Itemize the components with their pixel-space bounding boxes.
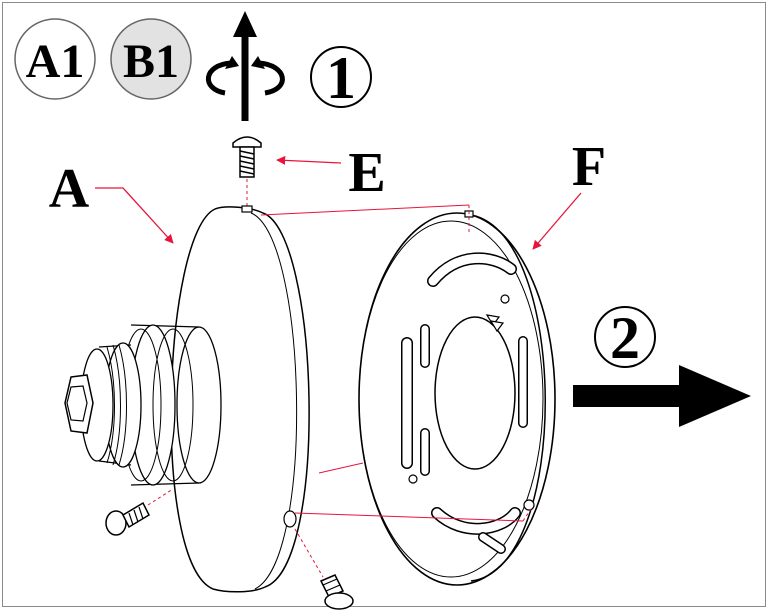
step-2-text: 2 [610, 305, 640, 371]
badge-a1: A1 [14, 18, 96, 100]
badge-b1-text: B1 [123, 35, 179, 88]
label-a: A [49, 158, 90, 220]
label-a-leader [95, 187, 174, 244]
pull-right-arrow-icon [573, 365, 751, 427]
screw-bottom-left-guide [147, 488, 174, 506]
screw-bottom-left [105, 501, 150, 536]
lift-rotate-arrow-icon [205, 11, 285, 121]
badge-a1-text: A1 [26, 35, 85, 88]
label-e-leader [276, 155, 342, 165]
screw-e [232, 136, 262, 178]
alignment-guides [260, 204, 532, 522]
housing-a [64, 205, 380, 593]
step-1-text: 1 [326, 45, 356, 111]
label-f-leader [532, 192, 582, 250]
badge-b1: B1 [110, 18, 192, 100]
mounting-plate-f [358, 210, 556, 586]
screw-bottom [319, 574, 354, 610]
step-1-badge: 1 [310, 45, 372, 111]
step-2-badge: 2 [594, 305, 656, 371]
label-f: F [572, 136, 606, 198]
label-e: E [348, 142, 385, 204]
exploded-assembly-diagram: A1 B1 1 E A F [14, 11, 751, 610]
screw-bottom-guide [294, 528, 324, 578]
